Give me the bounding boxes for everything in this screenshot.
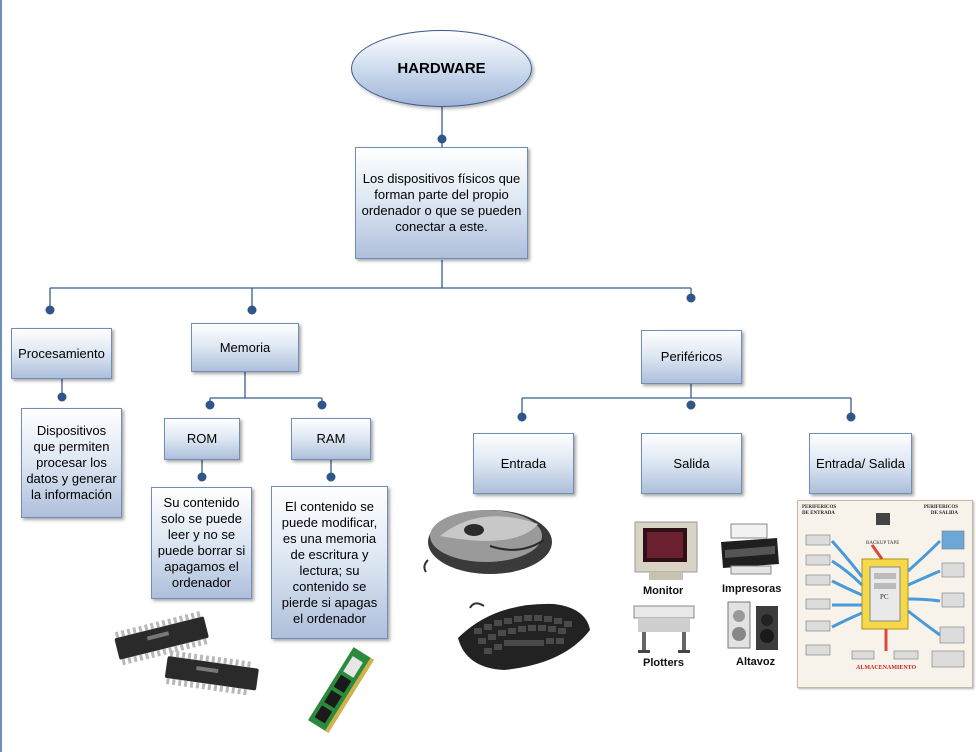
- poster-pc-label: PC: [880, 593, 889, 601]
- node-rom-description: Su contenido solo se puede leer y no se …: [151, 487, 252, 599]
- ram-label: RAM: [316, 431, 346, 446]
- entrada-label: Entrada: [500, 455, 547, 471]
- memoria-label: Memoria: [219, 339, 271, 355]
- perifericos-label: Periféricos: [660, 349, 723, 364]
- rom-label: ROM: [186, 431, 218, 446]
- caption-impresoras: Impresoras: [722, 583, 782, 595]
- node-entrada: Entrada: [473, 433, 574, 494]
- poster-salida-label: PERIFERICOS DE SALIDA: [923, 505, 958, 516]
- entrada-salida-label: Entrada/ Salida: [816, 455, 905, 471]
- mouse-image: [423, 510, 552, 574]
- salida-label: Salida: [673, 455, 710, 471]
- rom-chips-image: [114, 611, 259, 696]
- definition-text: Los dispositivos físicos que forman part…: [361, 171, 522, 234]
- rom-description: Su contenido solo se puede leer y no se …: [157, 495, 246, 590]
- node-procesamiento: Procesamiento: [11, 328, 112, 379]
- node-rom: ROM: [164, 418, 240, 460]
- page-border: [0, 0, 2, 752]
- node-perifericos: Periféricos: [641, 330, 742, 384]
- node-salida: Salida: [641, 433, 742, 494]
- monitor-image: [634, 521, 698, 580]
- procesamiento-description: Dispositivos que permiten procesar los d…: [26, 423, 117, 502]
- speakers-image: [727, 601, 778, 650]
- node-procesamiento-description: Dispositivos que permiten procesar los d…: [21, 408, 122, 518]
- node-entrada-salida: Entrada/ Salida: [809, 433, 912, 494]
- perifericos-poster-image: PERIFERICOS DE ENTRADA PERIFERICOS DE SA…: [797, 500, 973, 688]
- procesamiento-label: Procesamiento: [18, 345, 105, 361]
- caption-altavoz: Altavoz: [736, 656, 776, 668]
- poster-entrada-label: PERIFERICOS DE ENTRADA: [802, 505, 837, 516]
- poster-almacenamiento-label: ALMACENAMIENTO: [856, 665, 917, 671]
- node-ram-description: El contenido se puede modificar, es una …: [271, 486, 388, 639]
- caption-plotters: Plotters: [643, 657, 684, 669]
- root-hardware: HARDWARE: [351, 30, 532, 107]
- root-title: HARDWARE: [397, 60, 486, 77]
- node-memoria: Memoria: [191, 323, 299, 372]
- definition-box: Los dispositivos físicos que forman part…: [355, 147, 528, 259]
- caption-monitor: Monitor: [643, 585, 684, 597]
- ram-module-image: [308, 647, 374, 733]
- plotter-image: [633, 605, 695, 653]
- printer-image: [721, 523, 779, 575]
- node-ram: RAM: [291, 418, 371, 460]
- poster-backup-label: BACKUP TAPE: [866, 541, 900, 546]
- ram-description: El contenido se puede modificar, es una …: [281, 498, 378, 626]
- keyboard-image: [458, 602, 590, 670]
